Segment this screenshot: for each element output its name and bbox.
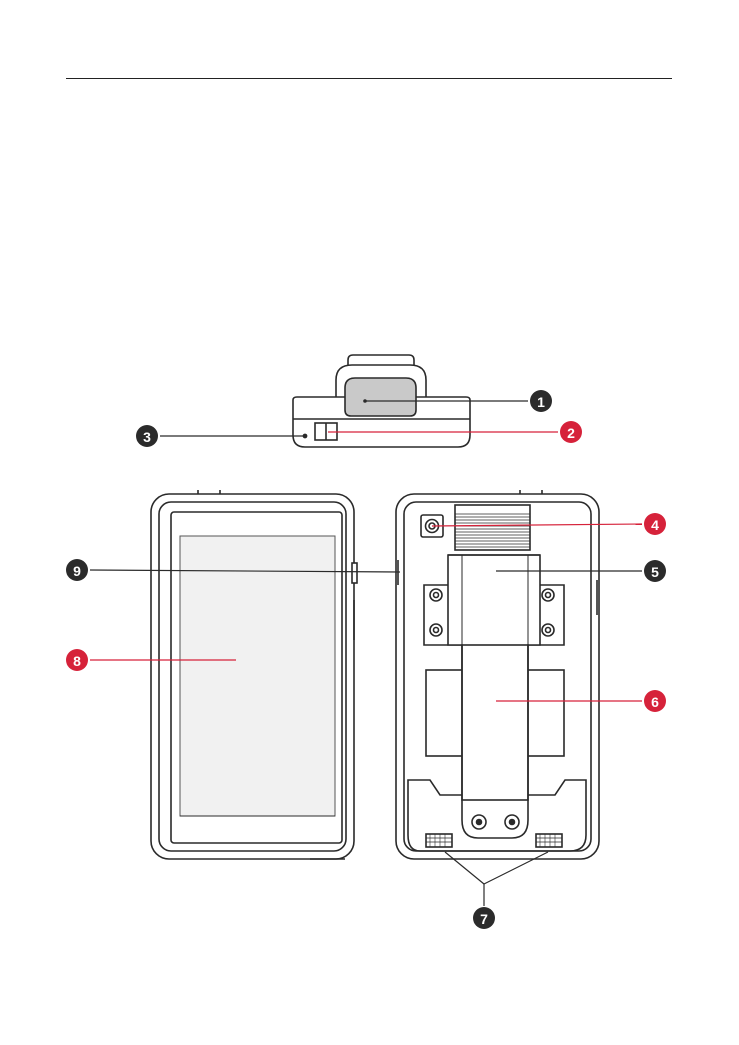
callout-1: 1 — [530, 390, 552, 412]
leader-7a — [445, 852, 484, 884]
callout-5-label: 5 — [651, 564, 659, 580]
callout-3-label: 3 — [143, 429, 151, 445]
callout-7-label: 7 — [480, 911, 488, 927]
back-strap-screw-left-inner — [477, 820, 482, 825]
callout-2-label: 2 — [567, 425, 575, 441]
callout-6: 6 — [644, 690, 666, 712]
callout-8-label: 8 — [73, 653, 81, 669]
callout-2: 2 — [560, 421, 582, 443]
back-speaker-right — [536, 834, 562, 847]
callout-9: 9 — [66, 559, 88, 581]
callout-5: 5 — [644, 560, 666, 582]
top-clip-outline — [348, 355, 414, 365]
leader-lines — [90, 399, 642, 906]
callout-9-label: 9 — [73, 563, 81, 579]
callout-3: 3 — [136, 425, 158, 447]
front-side-button — [352, 563, 357, 583]
back-strap-ridges — [455, 514, 530, 547]
callout-4-label: 4 — [651, 517, 659, 533]
callout-7: 7 — [473, 907, 495, 929]
back-strap-screw-right-inner — [510, 820, 515, 825]
front-screen — [180, 536, 335, 816]
leader-4 — [432, 524, 642, 526]
callout-8: 8 — [66, 649, 88, 671]
callout-6-label: 6 — [651, 694, 659, 710]
back-speaker-left — [426, 834, 452, 847]
device-front-view — [151, 490, 357, 859]
leader-7b — [484, 852, 548, 884]
device-back-view — [396, 490, 599, 859]
top-label-plate — [345, 378, 416, 416]
callout-1-label: 1 — [537, 394, 545, 410]
callout-4: 4 — [644, 513, 666, 535]
back-strap-ridged-block — [455, 505, 530, 550]
